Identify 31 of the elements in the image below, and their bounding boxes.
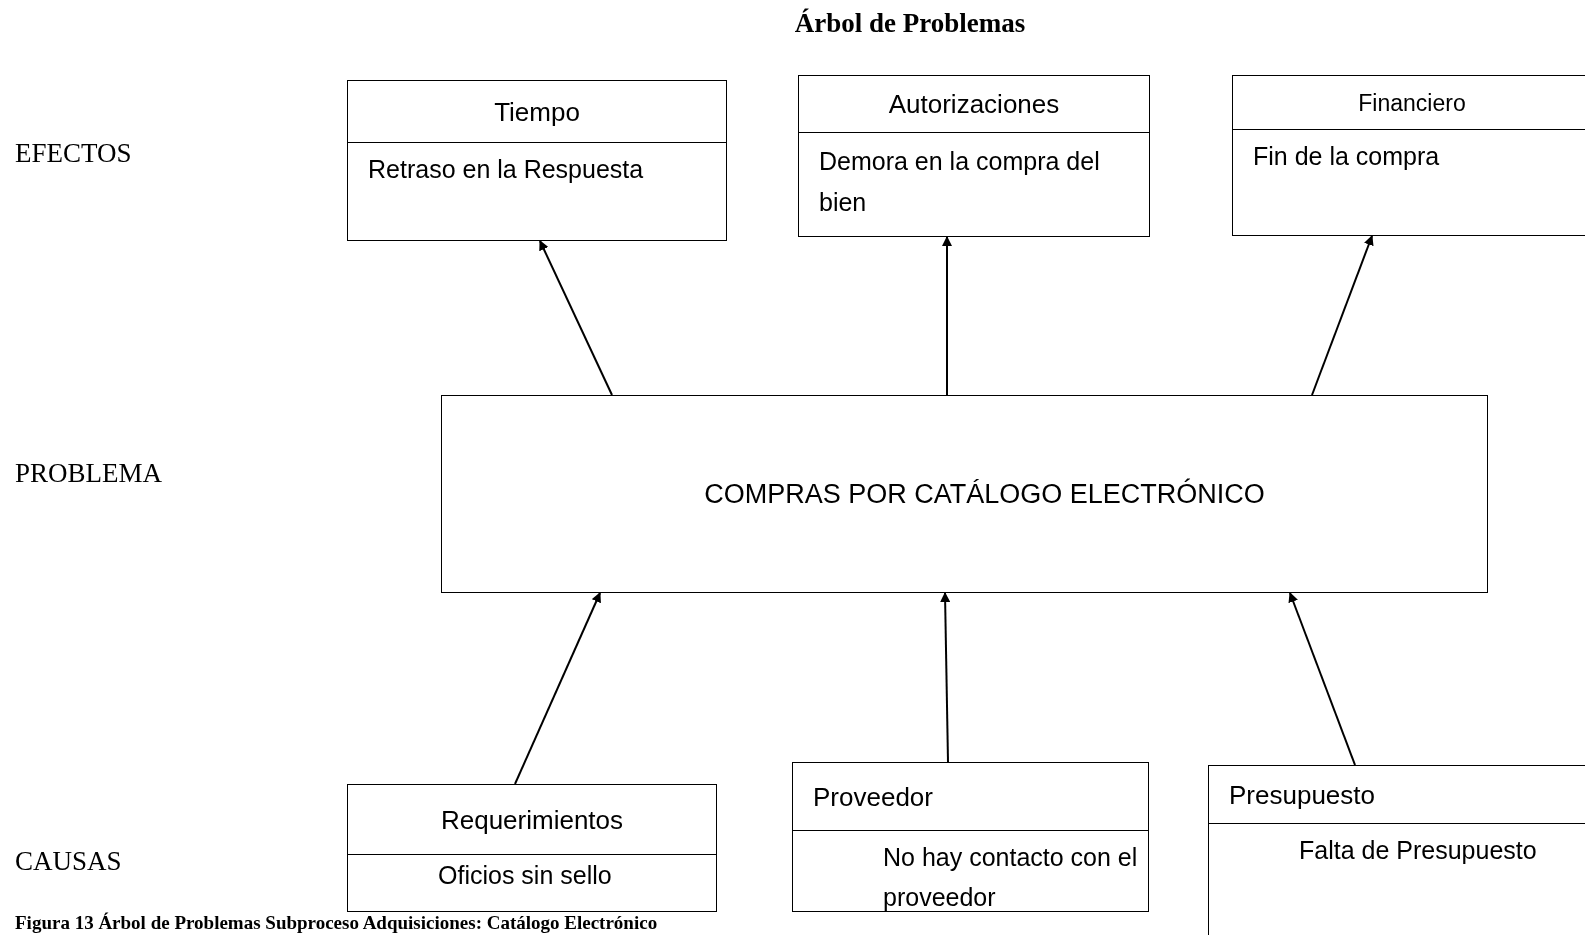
problem-box <box>441 395 1488 593</box>
row-label: CAUSAS <box>15 846 122 877</box>
figure-caption: Figura 13 Árbol de Problemas Subproceso Adquisiciones: Catálogo Electrónico <box>15 912 658 934</box>
bullet-item: Falta de Presupuesto <box>1299 835 1538 866</box>
category-box <box>1232 75 1585 236</box>
category-box <box>798 75 1150 237</box>
box-heading: Financiero <box>1233 76 1585 130</box>
bullet-item: No hay contacto con el proveedor <box>883 842 1139 913</box>
box-heading: Presupuesto <box>1209 766 1585 824</box>
box-text: Demora en la compra del bien <box>818 146 1101 219</box>
diagram-title: Árbol de Problemas <box>793 8 1027 39</box>
arrow <box>539 240 613 396</box>
arrow <box>940 592 951 763</box>
box-heading: Requerimientos <box>348 785 716 855</box>
category-box <box>347 80 727 241</box>
arrow <box>514 592 601 785</box>
box-text: Retraso en la Respuesta <box>367 154 645 185</box>
arrow <box>1288 592 1356 766</box>
box-heading: Autorizaciones <box>799 76 1149 133</box>
category-box <box>1208 765 1585 935</box>
arrow <box>1311 235 1374 396</box>
box-heading: Tiempo <box>348 81 726 143</box>
problem-text: COMPRAS POR CATÁLOGO ELECTRÓNICO <box>704 478 1265 510</box>
category-box <box>347 784 717 912</box>
arrow <box>942 236 952 396</box>
box-heading: Proveedor <box>793 763 1148 831</box>
category-box <box>792 762 1149 912</box>
row-label: PROBLEMA <box>15 458 163 489</box>
box-text: Fin de la compra <box>1252 141 1441 172</box>
bullet-item: Oficios sin sello <box>438 860 613 891</box>
row-label: EFECTOS <box>15 138 132 169</box>
